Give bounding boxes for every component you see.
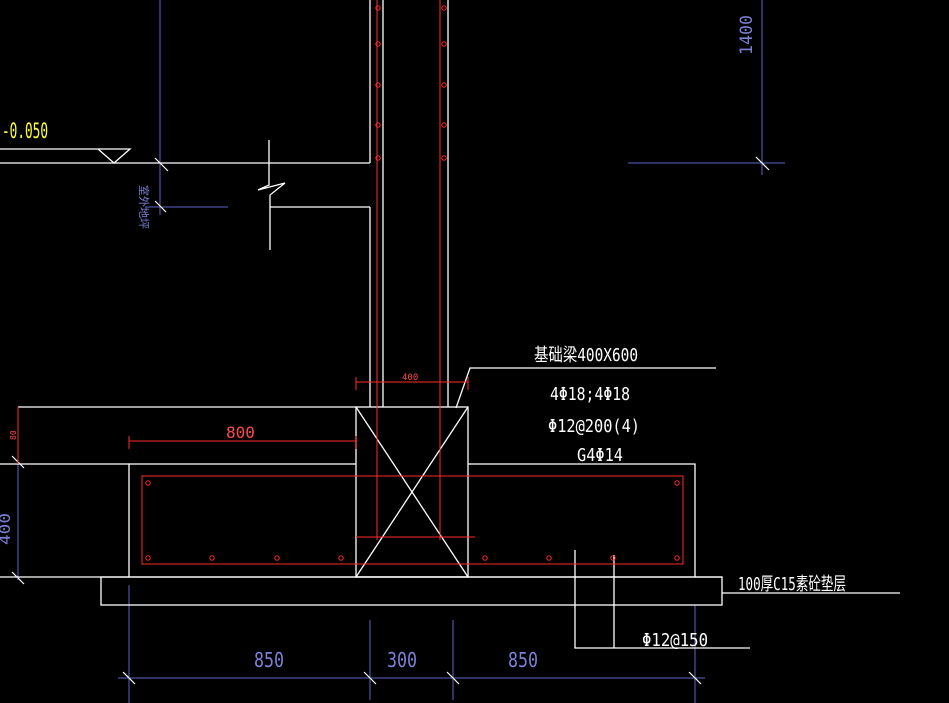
red-dim-800: 800 xyxy=(226,423,255,442)
bottom-dim-right: 850 xyxy=(508,648,538,672)
vertical-dim-400: 400 xyxy=(0,513,14,545)
blue-dimension-lines xyxy=(17,0,785,703)
bottom-dim-left: 850 xyxy=(254,648,284,672)
dimension-ticks xyxy=(11,156,770,685)
level-label: -0.050 xyxy=(2,119,48,143)
rebar-dots xyxy=(145,5,680,561)
red-dim-80: 80 xyxy=(9,430,18,440)
beam-label: 基础梁400X600 xyxy=(534,345,638,366)
rebar-spec-1: 4Φ18;4Φ18 xyxy=(550,384,630,405)
cushion-label: 100厚C15素砼垫层 xyxy=(738,574,846,595)
bottom-dim-middle: 300 xyxy=(387,648,417,672)
bottom-rebar-label: Φ12@150 xyxy=(642,630,708,651)
structure-outline xyxy=(0,0,900,649)
rebar-spec-3: G4Φ14 xyxy=(577,445,623,466)
red-dim-400: 400 xyxy=(402,373,418,383)
rebar-spec-2: Φ12@200(4) xyxy=(548,416,640,437)
vertical-dim-1400: 1400 xyxy=(737,15,757,55)
small-vertical-label: 室外地坪 xyxy=(137,185,151,229)
rebar-lines xyxy=(17,0,684,565)
